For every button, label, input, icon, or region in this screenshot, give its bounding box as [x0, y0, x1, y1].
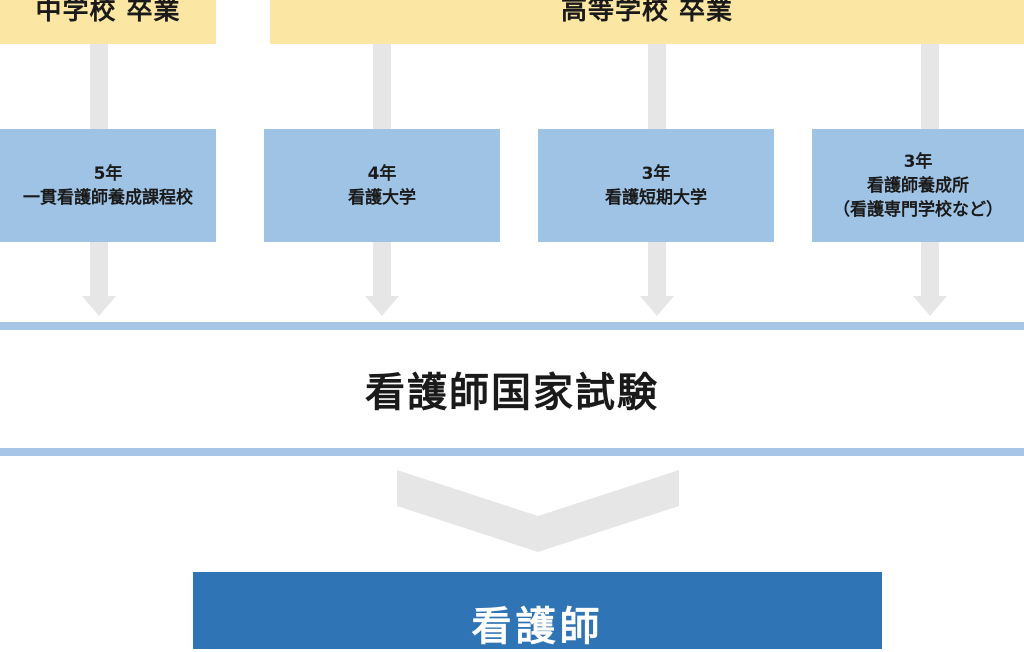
- junior-high-graduation-label: 中学校 卒業: [35, 0, 181, 26]
- high-school-graduation-label: 高等学校 卒業: [560, 0, 734, 26]
- arrow-shaft: [648, 242, 666, 296]
- divider-bottom: [0, 448, 1024, 456]
- program-years: 3年: [641, 163, 671, 184]
- result-box: 看護師: [193, 572, 882, 650]
- arrow-shaft: [921, 242, 939, 296]
- program-years: 3年: [903, 151, 933, 172]
- program-box-university: 4年 看護大学: [264, 129, 500, 242]
- program-years: 4年: [367, 163, 397, 184]
- program-years: 5年: [93, 163, 123, 184]
- arrow-shaft: [90, 242, 108, 296]
- program-name: 看護師養成所: [867, 175, 969, 196]
- arrow-shaft: [90, 44, 108, 130]
- arrow-down-icon: [640, 296, 674, 316]
- arrow-shaft: [648, 44, 666, 130]
- program-box-junior-college: 3年 看護短期大学: [538, 129, 774, 242]
- arrow-shaft: [921, 44, 939, 130]
- program-name: 看護短期大学: [605, 187, 707, 208]
- result-label: 看護師: [471, 604, 604, 650]
- arrow-shaft: [373, 242, 391, 296]
- program-name: 一貫看護師養成課程校: [23, 187, 193, 208]
- junior-high-graduation-header: 中学校 卒業: [0, 0, 216, 44]
- arrow-down-icon: [82, 296, 116, 316]
- arrow-down-icon: [365, 296, 399, 316]
- arrow-shaft: [373, 44, 391, 130]
- divider-top: [0, 322, 1024, 330]
- program-name: 看護大学: [348, 187, 416, 208]
- program-box-integrated: 5年 一貫看護師養成課程校: [0, 129, 216, 242]
- chevron-down-icon: [397, 470, 679, 552]
- arrow-down-icon: [913, 296, 947, 316]
- program-note: （看護専門学校など）: [833, 199, 1003, 220]
- high-school-graduation-header: 高等学校 卒業: [270, 0, 1024, 44]
- exam-title: 看護師国家試験: [365, 370, 659, 416]
- program-box-training-school: 3年 看護師養成所 （看護専門学校など）: [812, 129, 1024, 242]
